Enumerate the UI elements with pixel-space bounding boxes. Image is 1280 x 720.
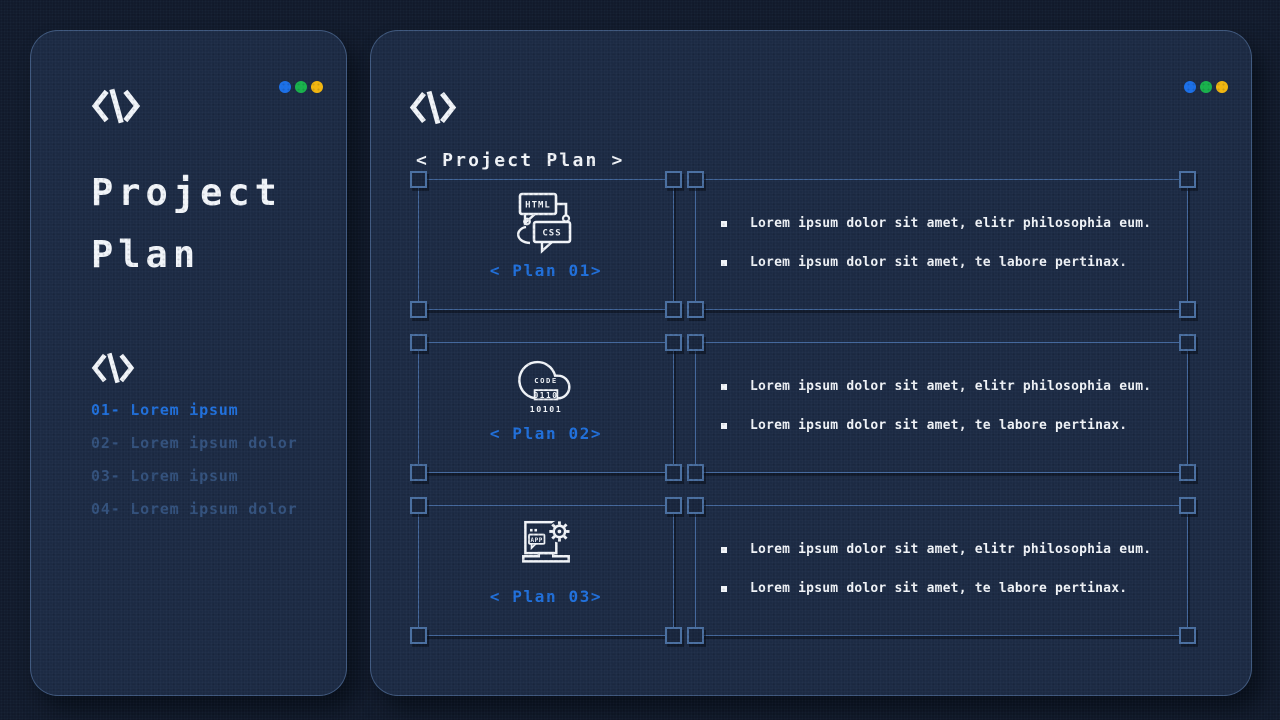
resize-handle[interactable] bbox=[1179, 171, 1196, 188]
resize-handle[interactable] bbox=[1179, 627, 1196, 644]
resize-handle[interactable] bbox=[410, 334, 427, 351]
svg-text:APP: APP bbox=[531, 537, 543, 544]
resize-handle[interactable] bbox=[410, 627, 427, 644]
code-brackets-icon bbox=[91, 88, 141, 124]
resize-handle[interactable] bbox=[665, 627, 682, 644]
html-css-icon: HTML CSS bbox=[506, 188, 586, 258]
bullet-square-icon bbox=[721, 259, 727, 266]
bullet-text: Lorem ipsum dolor sit amet, elitr philos… bbox=[750, 379, 1152, 394]
agenda-item-03[interactable]: 03- Lorem ipsum bbox=[91, 467, 239, 485]
bullet-item: Lorem ipsum dolor sit amet, elitr philos… bbox=[721, 216, 1187, 231]
resize-handle[interactable] bbox=[410, 171, 427, 188]
resize-handle[interactable] bbox=[1179, 497, 1196, 514]
plan-card-3[interactable]: APP < Plan 03> bbox=[410, 497, 682, 644]
window-dot-yellow[interactable] bbox=[311, 81, 323, 93]
bullet-item: Lorem ipsum dolor sit amet, te labore pe… bbox=[721, 255, 1187, 270]
bullet-square-icon bbox=[721, 220, 727, 227]
plan-row-2: CODE 0110 10101 < Plan 02> Lorem ipsum d… bbox=[371, 334, 1251, 481]
window-dot-green[interactable] bbox=[295, 81, 307, 93]
cloud-code-icon: CODE 0110 10101 bbox=[513, 351, 579, 421]
bullet-square-icon bbox=[721, 383, 727, 390]
resize-handle[interactable] bbox=[1179, 464, 1196, 481]
resize-handle[interactable] bbox=[665, 464, 682, 481]
bullet-item: Lorem ipsum dolor sit amet, elitr philos… bbox=[721, 542, 1187, 557]
page-title-line2: Plan bbox=[91, 232, 201, 276]
resize-handle[interactable] bbox=[687, 301, 704, 318]
window-controls bbox=[1184, 81, 1228, 93]
window-dot-blue[interactable] bbox=[1184, 81, 1196, 93]
plan-card-1[interactable]: HTML CSS < Plan 01> bbox=[410, 171, 682, 318]
bullet-item: Lorem ipsum dolor sit amet, te labore pe… bbox=[721, 581, 1187, 596]
plan-text-1[interactable]: Lorem ipsum dolor sit amet, elitr philos… bbox=[687, 171, 1196, 318]
plan-card-2[interactable]: CODE 0110 10101 < Plan 02> bbox=[410, 334, 682, 481]
bullet-item: Lorem ipsum dolor sit amet, elitr philos… bbox=[721, 379, 1187, 394]
resize-handle[interactable] bbox=[665, 301, 682, 318]
resize-handle[interactable] bbox=[1179, 301, 1196, 318]
window-controls bbox=[279, 81, 323, 93]
bullet-text: Lorem ipsum dolor sit amet, te labore pe… bbox=[750, 418, 1128, 433]
svg-text:10101: 10101 bbox=[530, 404, 563, 414]
plan-text-2[interactable]: Lorem ipsum dolor sit amet, elitr philos… bbox=[687, 334, 1196, 481]
plan-label: < Plan 03> bbox=[489, 587, 603, 606]
plan-label: < Plan 01> bbox=[489, 261, 603, 280]
svg-text:HTML: HTML bbox=[525, 201, 551, 211]
bullet-text: Lorem ipsum dolor sit amet, te labore pe… bbox=[750, 581, 1128, 596]
bullet-text: Lorem ipsum dolor sit amet, te labore pe… bbox=[750, 255, 1128, 270]
agenda-item-04[interactable]: 04- Lorem ipsum dolor bbox=[91, 500, 298, 518]
bullet-text: Lorem ipsum dolor sit amet, elitr philos… bbox=[750, 542, 1152, 557]
agenda-item-02[interactable]: 02- Lorem ipsum dolor bbox=[91, 434, 298, 452]
code-brackets-icon bbox=[91, 352, 135, 384]
content-window: < Project Plan > HTML CSS bbox=[370, 30, 1252, 696]
bullet-square-icon bbox=[721, 546, 727, 553]
page-title-line1: Project bbox=[91, 170, 282, 214]
resize-handle[interactable] bbox=[687, 171, 704, 188]
svg-text:0110: 0110 bbox=[534, 391, 559, 400]
plan-text-3[interactable]: Lorem ipsum dolor sit amet, elitr philos… bbox=[687, 497, 1196, 644]
resize-handle[interactable] bbox=[687, 497, 704, 514]
bullet-square-icon bbox=[721, 585, 727, 592]
window-dot-green[interactable] bbox=[1200, 81, 1212, 93]
svg-text:CODE: CODE bbox=[534, 376, 558, 385]
agenda-item-01[interactable]: 01- Lorem ipsum bbox=[91, 401, 239, 419]
resize-handle[interactable] bbox=[665, 171, 682, 188]
plan-row-3: APP < Plan 03> bbox=[371, 497, 1251, 644]
resize-handle[interactable] bbox=[687, 627, 704, 644]
resize-handle[interactable] bbox=[687, 464, 704, 481]
bullet-square-icon bbox=[721, 422, 727, 429]
resize-handle[interactable] bbox=[665, 334, 682, 351]
plan-row-1: HTML CSS < Plan 01> bbox=[371, 171, 1251, 318]
bullet-text: Lorem ipsum dolor sit amet, elitr philos… bbox=[750, 216, 1152, 231]
agenda-list: 01- Lorem ipsum 02- Lorem ipsum dolor 03… bbox=[91, 394, 297, 526]
svg-text:CSS: CSS bbox=[542, 229, 561, 239]
app-gear-icon: APP bbox=[513, 514, 579, 584]
resize-handle[interactable] bbox=[410, 464, 427, 481]
resize-handle[interactable] bbox=[410, 497, 427, 514]
resize-handle[interactable] bbox=[1179, 334, 1196, 351]
window-dot-blue[interactable] bbox=[279, 81, 291, 93]
bullet-item: Lorem ipsum dolor sit amet, te labore pe… bbox=[721, 418, 1187, 433]
window-dot-yellow[interactable] bbox=[1216, 81, 1228, 93]
resize-handle[interactable] bbox=[687, 334, 704, 351]
section-header: < Project Plan > bbox=[416, 150, 625, 171]
resize-handle[interactable] bbox=[410, 301, 427, 318]
resize-handle[interactable] bbox=[665, 497, 682, 514]
code-brackets-icon bbox=[409, 90, 457, 125]
plan-label: < Plan 02> bbox=[489, 424, 603, 443]
